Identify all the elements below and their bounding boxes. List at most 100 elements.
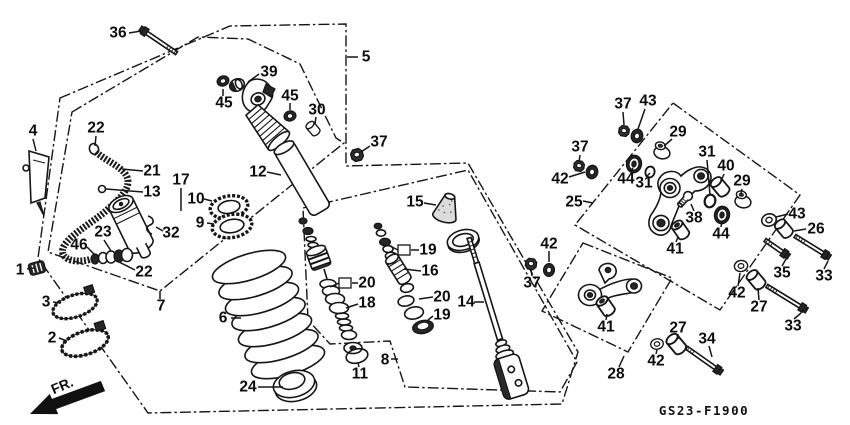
callout-leader-44: [720, 220, 723, 228]
callout-leader-9: [206, 222, 215, 225]
callout-leader-39: [247, 73, 260, 83]
part-oring-11: [345, 347, 369, 365]
part-bushing-41-link: [593, 293, 618, 319]
callout-20: 20: [358, 275, 375, 292]
boundary-group-8: [302, 169, 578, 393]
front-direction-indicator: FR.: [30, 374, 106, 415]
callout-leader-3: [52, 301, 62, 304]
part-shock-upper-mount: [241, 78, 276, 114]
callout-35: 35: [773, 265, 791, 282]
part-shock-bellows: [244, 103, 291, 152]
part-washer-45-right: [283, 110, 297, 122]
part-shock-body-12: [273, 140, 331, 217]
callout-leader-41: [675, 236, 679, 243]
callout-44: 44: [712, 226, 730, 243]
part-bolt-35: [762, 237, 792, 260]
callout-31: 31: [635, 175, 653, 192]
callout-leader-16: [403, 268, 422, 272]
part-bushing-41-arm: [669, 217, 692, 243]
part-bushing-39: [228, 77, 246, 93]
callout-27: 27: [750, 299, 767, 316]
callout-leader-12: [266, 171, 282, 176]
callout-41: 41: [597, 319, 615, 336]
callout-leader-29: [740, 188, 743, 195]
callout-leader-42: [737, 272, 741, 287]
callout-38: 38: [685, 210, 703, 227]
callout-leader-34: [708, 345, 713, 358]
part-hose-joint-washers: [90, 247, 134, 265]
callout-12: 12: [249, 164, 266, 181]
callout-leader-27: [757, 287, 760, 301]
callout-leader-20: [329, 282, 340, 288]
part-pin-38: [676, 190, 694, 208]
part-nut-37-shock: [349, 147, 365, 163]
callout-14: 14: [457, 294, 475, 311]
callout-leader-44: [629, 167, 634, 173]
part-mount-bolt-36: [137, 25, 179, 56]
callout-42: 42: [728, 285, 745, 302]
callout-11: 11: [352, 366, 369, 383]
callout-leader-37: [578, 154, 581, 163]
callout-36: 36: [109, 25, 127, 42]
callout-leader-33: [793, 312, 802, 320]
part-collar-27-right: [743, 267, 769, 293]
part-seal-rings-lower: [397, 295, 434, 335]
callout-29: 29: [669, 124, 687, 141]
part-grommet-1: [27, 260, 47, 276]
part-remote-hose-21: [59, 149, 132, 265]
callout-15: 15: [406, 194, 424, 211]
part-piston-16: [384, 253, 412, 286]
callout-9: 9: [196, 215, 205, 232]
callout-leader-40: [720, 173, 725, 182]
callout-leader-4: [32, 138, 37, 152]
part-reflector-bracket-4: [22, 149, 50, 217]
callout-leader-37: [360, 145, 371, 153]
part-bushing-29-top: [652, 140, 673, 162]
callout-17: 17: [172, 172, 189, 189]
part-damper-rod-14: [466, 236, 530, 400]
callout-19: 19: [419, 242, 437, 259]
callout-leader-30: [314, 116, 317, 125]
part-bleeder-13: [97, 184, 107, 194]
callout-leader-38: [690, 203, 695, 212]
callout-leader-31: [706, 159, 711, 196]
part-bolt-34: [684, 345, 725, 376]
callout-leader-22: [116, 260, 136, 271]
callout-18: 18: [358, 295, 376, 312]
part-valve-stack-mid: [373, 222, 415, 294]
callout-32: 32: [162, 225, 179, 242]
callout-46: 46: [70, 237, 88, 254]
callout-45: 45: [281, 88, 299, 105]
part-collar-30: [303, 119, 323, 138]
callout-37: 37: [370, 134, 387, 151]
part-bump-stop-15: [431, 192, 457, 224]
part-coil-spring-6: [211, 249, 326, 380]
part-nut-37-arm-top: [617, 124, 631, 138]
callout-leader-19: [389, 245, 399, 251]
callout-22: 22: [135, 264, 152, 281]
part-spring-seat-24: [272, 369, 318, 403]
fr-arrow-icon: [30, 380, 106, 415]
part-cup-ring: [446, 228, 480, 254]
part-bushing-29-bottom: [733, 189, 754, 211]
callout-leader-28: [618, 355, 625, 368]
callout-37: 37: [571, 139, 588, 156]
callout-4: 4: [29, 123, 38, 140]
callout-29: 29: [733, 173, 751, 190]
callout-44: 44: [617, 171, 635, 188]
callout-13: 13: [143, 184, 161, 201]
callout-41: 41: [666, 241, 684, 258]
callout-42: 42: [551, 171, 568, 188]
callout-45: 45: [215, 95, 233, 112]
callout-16: 16: [421, 263, 439, 280]
callout-leader-31: [646, 172, 651, 177]
callout-leader-19: [427, 315, 434, 321]
callout-leader-22: [94, 135, 97, 147]
boundary-group-25: [573, 102, 801, 311]
callout-34: 34: [698, 331, 716, 348]
callout-39: 39: [260, 64, 278, 81]
diagram-code: GS23-F1900: [659, 403, 749, 418]
